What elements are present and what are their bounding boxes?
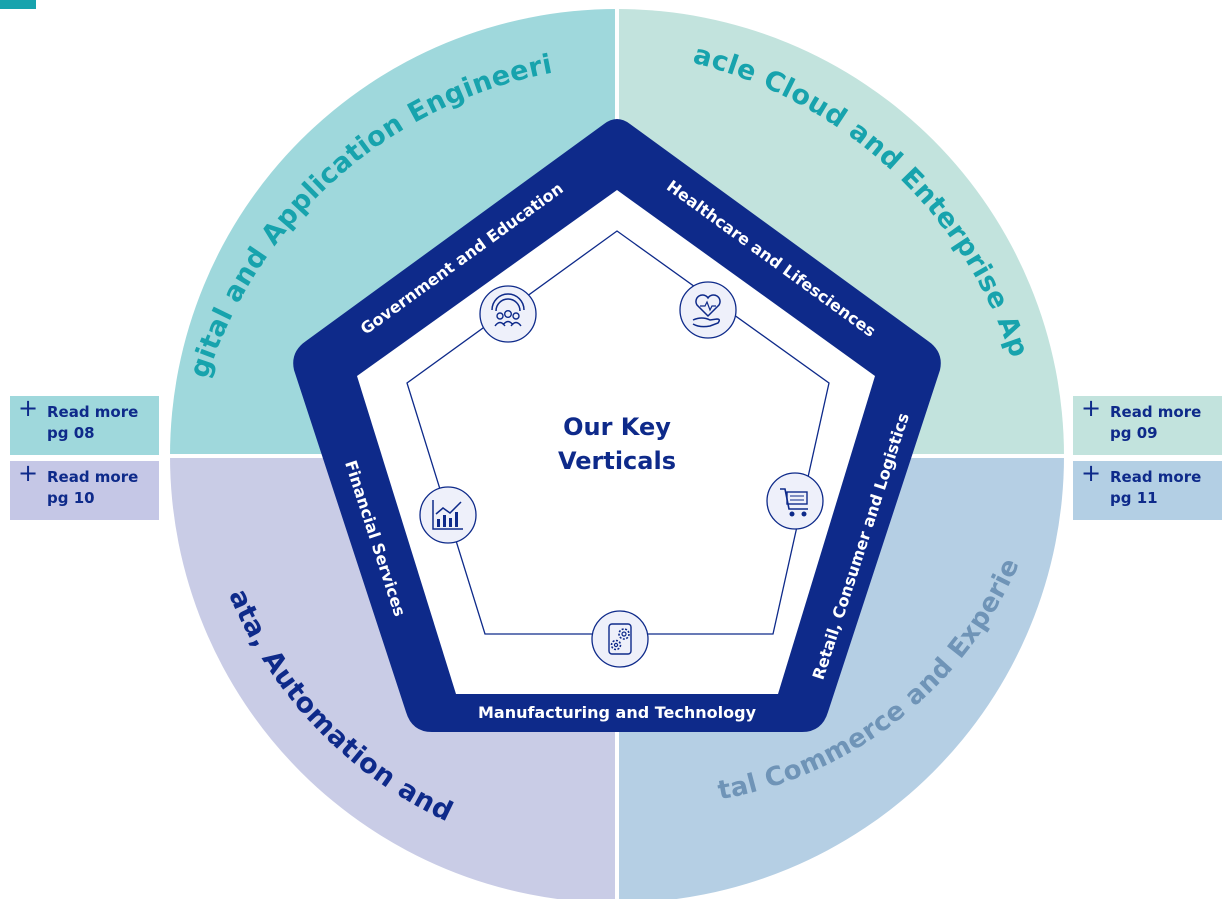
read-more-label: Read more	[1110, 468, 1202, 486]
plus-icon: +	[1081, 394, 1102, 422]
read-more-page: pg 10	[47, 489, 95, 507]
read-more-label: Read more	[47, 468, 139, 486]
read-more-page: pg 11	[1110, 489, 1158, 507]
read-more-page: pg 08	[47, 424, 95, 442]
shopping-cart-icon	[766, 472, 824, 530]
center-title-line2: Verticals	[558, 447, 676, 475]
center-title-line1: Our Key	[563, 413, 671, 441]
read-more-label: Read more	[47, 403, 139, 421]
read-more-pg-08-button[interactable]: + Read more pg 08	[10, 396, 159, 455]
read-more-page: pg 09	[1110, 424, 1158, 442]
heart-in-hand-icon	[679, 281, 737, 339]
community-people-icon	[479, 285, 537, 343]
corner-accent-bar	[0, 0, 36, 9]
plus-icon: +	[1081, 459, 1102, 487]
read-more-label: Read more	[1110, 403, 1202, 421]
plus-icon: +	[18, 459, 39, 487]
read-more-pg-10-button[interactable]: + Read more pg 10	[10, 461, 159, 520]
gears-device-icon	[591, 610, 649, 668]
read-more-pg-09-button[interactable]: + Read more pg 09	[1073, 396, 1222, 455]
plus-icon: +	[18, 394, 39, 422]
read-more-pg-11-button[interactable]: + Read more pg 11	[1073, 461, 1222, 520]
growth-chart-icon	[419, 486, 477, 544]
vertical-label-manufacturing: Manufacturing and Technology	[478, 703, 757, 722]
